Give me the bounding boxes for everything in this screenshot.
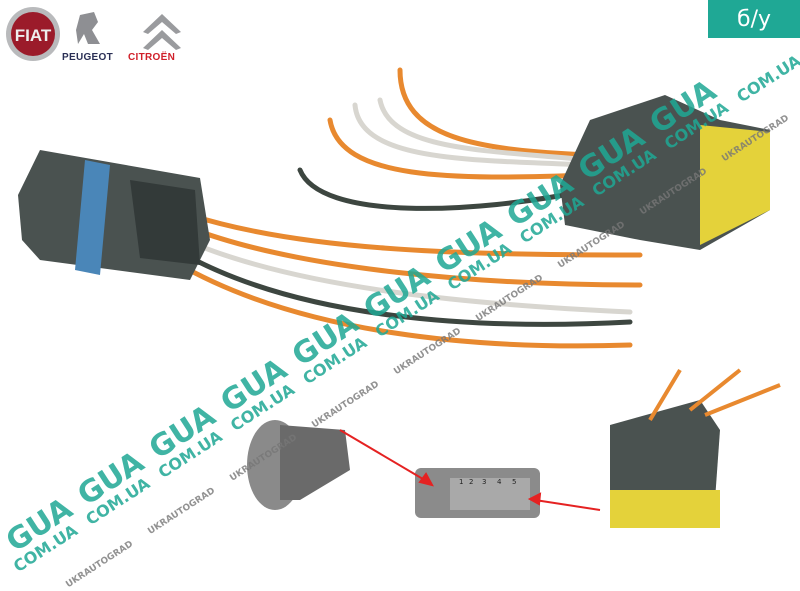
arrow-icon [339,429,601,511]
svg-text:5: 5 [512,478,516,486]
svg-text:FIAT: FIAT [15,26,52,45]
svg-text:4: 4 [497,478,502,486]
pin-numbers: 1 2 3 4 5 [459,478,516,486]
svg-text:2: 2 [469,478,473,486]
citroen-chevrons-icon [143,14,181,50]
citroen-logo-text: CITROËN [128,52,176,63]
yellow-connector-photo [610,368,781,528]
left-wire-harness [172,212,643,349]
right-wire-harness [297,67,593,211]
peugeot-lion-icon [76,12,100,44]
connector-pinout-photo: 1 2 3 4 5 [415,468,540,518]
svg-text:3: 3 [482,478,486,486]
maf-sensor-photo [247,420,350,510]
peugeot-logo-text: PEUGEOT [62,52,113,63]
condition-badge: б/у [708,0,800,38]
right-connector [560,95,770,250]
fiat-logo: FIAT [6,7,60,61]
product-photo: FIAT 1 2 [6,7,781,528]
left-connector [18,150,210,280]
svg-text:1: 1 [459,478,463,486]
